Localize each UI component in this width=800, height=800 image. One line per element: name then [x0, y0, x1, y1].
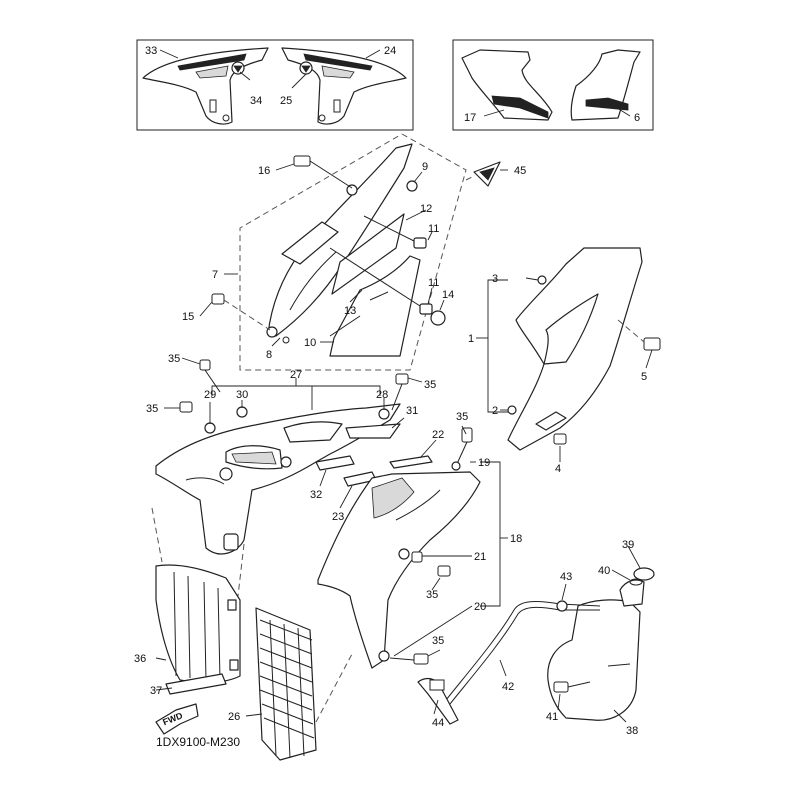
diagram-code: 1DX9100-M230 [156, 735, 240, 749]
callout-1: 1 [468, 333, 474, 345]
callout-40: 40 [598, 565, 610, 577]
callout-7: 7 [212, 269, 218, 281]
callout-35c: 35 [424, 379, 436, 391]
callout-9: 9 [422, 161, 428, 173]
callout-12: 12 [420, 203, 432, 215]
callout-13: 13 [344, 305, 356, 317]
callout-6: 6 [634, 112, 640, 124]
callout-10: 10 [304, 337, 316, 349]
callout-17: 17 [464, 112, 476, 124]
callout-16: 16 [258, 165, 270, 177]
callout-42: 42 [502, 681, 514, 693]
callout-39: 39 [622, 539, 634, 551]
callout-31: 31 [406, 405, 418, 417]
callout-32: 32 [310, 489, 322, 501]
callout-29: 29 [204, 389, 216, 401]
callout-44: 44 [432, 717, 444, 729]
callout-4: 4 [555, 463, 561, 475]
side-cover-assembly [476, 247, 661, 462]
callout-3: 3 [492, 273, 498, 285]
rubber-strips [315, 439, 437, 509]
callout-35f: 35 [432, 635, 444, 647]
callout-5: 5 [641, 371, 647, 383]
callout-30: 30 [236, 389, 248, 401]
callout-27: 27 [290, 369, 302, 381]
callout-33: 33 [145, 45, 157, 57]
callout-24: 24 [384, 45, 396, 57]
callout-11b: 11 [428, 277, 439, 289]
callout-35e: 35 [426, 589, 438, 601]
callout-20: 20 [474, 601, 486, 613]
callout-34: 34 [250, 95, 262, 107]
callout-14: 14 [442, 289, 454, 301]
inset-graphics-left [136, 39, 414, 131]
callout-26: 26 [228, 711, 240, 723]
warning-label-45 [465, 161, 508, 187]
callout-11a: 11 [428, 223, 439, 235]
fwd-arrow-icon [155, 703, 199, 735]
shroud-upper-assembly [155, 357, 423, 555]
callout-22: 22 [432, 429, 444, 441]
callout-21: 21 [474, 551, 486, 563]
callout-labels: 1 2 3 4 5 6 7 8 9 10 11 11 12 13 14 15 1… [134, 45, 647, 737]
callout-43: 43 [560, 571, 572, 583]
callout-25: 25 [280, 95, 292, 107]
callout-41: 41 [546, 711, 558, 723]
callout-36: 36 [134, 653, 146, 665]
callout-35a: 35 [168, 353, 180, 365]
callout-38: 38 [626, 725, 638, 737]
coolant-reservoir-assembly [417, 545, 655, 725]
callout-2: 2 [492, 405, 498, 417]
inset-number-plates [452, 39, 654, 131]
callout-35b: 35 [146, 403, 158, 415]
assembly-7-dashed-group [199, 133, 467, 371]
callout-37: 37 [150, 685, 162, 697]
callout-45: 45 [514, 165, 526, 177]
callout-8: 8 [266, 349, 272, 361]
callout-19: 19 [478, 457, 490, 469]
callout-28: 28 [376, 389, 388, 401]
callout-15: 15 [182, 311, 194, 323]
callout-18: 18 [510, 533, 522, 545]
callout-23: 23 [332, 511, 344, 523]
callout-35d: 35 [456, 411, 468, 423]
radiator-guard-assembly [151, 507, 353, 761]
radiator-cover-assembly [317, 425, 508, 669]
